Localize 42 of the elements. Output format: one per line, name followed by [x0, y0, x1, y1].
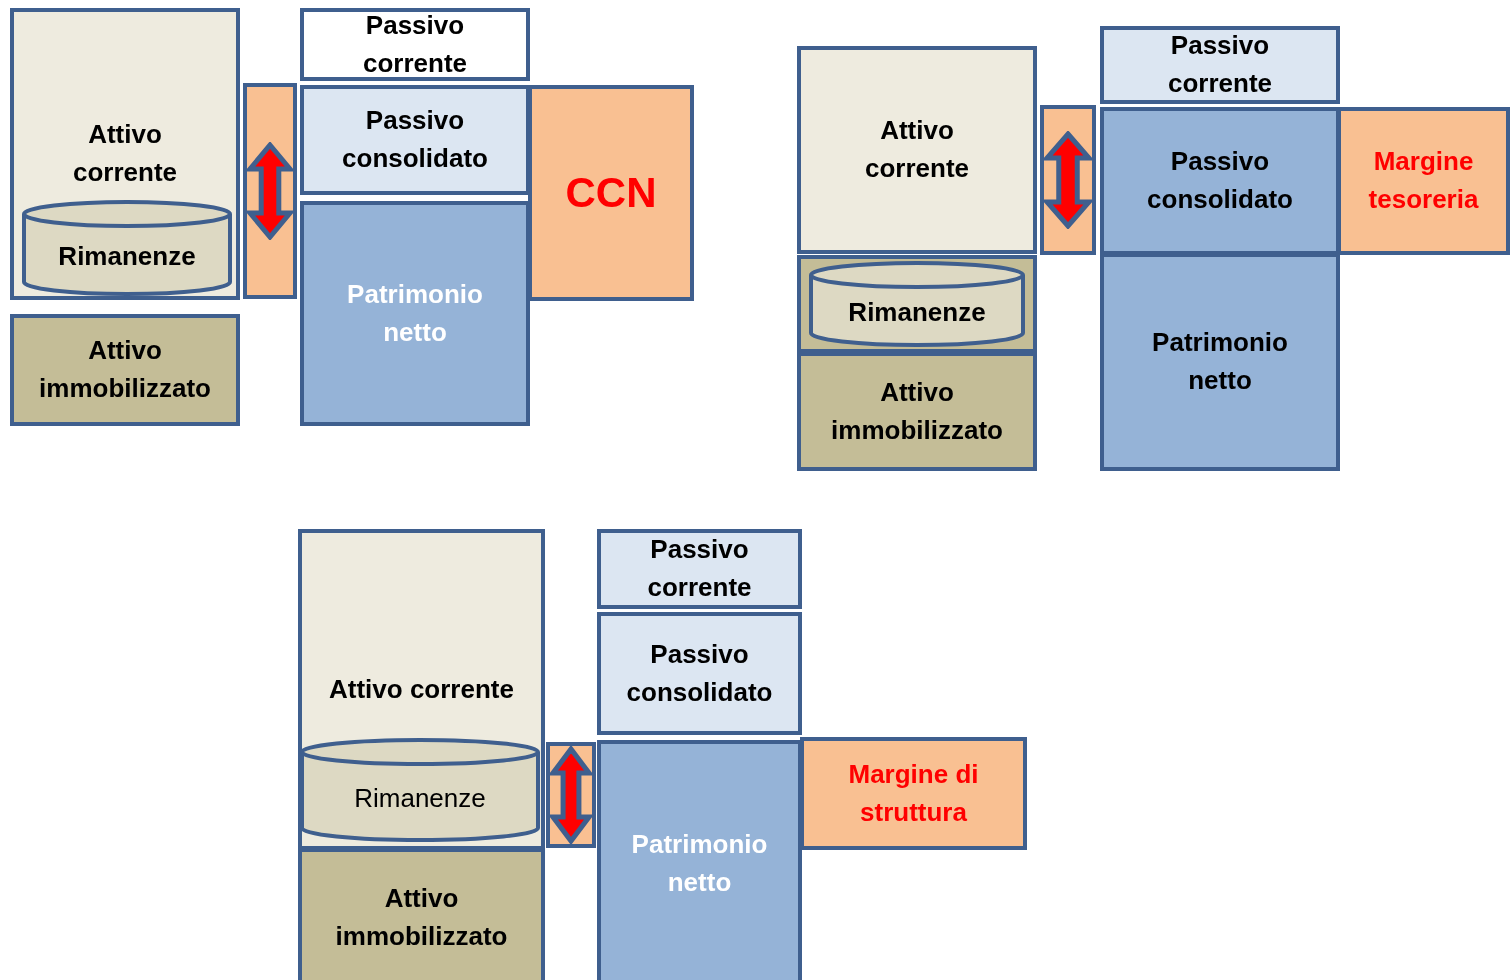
block-box — [10, 8, 240, 300]
block-box — [597, 740, 802, 980]
block-box — [300, 201, 530, 426]
block-label: Attivo corrente — [329, 672, 514, 706]
block-box — [1100, 107, 1340, 255]
block-box — [800, 737, 1027, 850]
block-box — [10, 314, 240, 426]
block-box — [298, 848, 545, 980]
block-box — [797, 352, 1037, 471]
block-box — [298, 529, 545, 850]
block-label: Passivo consolidato — [341, 104, 489, 175]
block-box — [1337, 107, 1510, 255]
block-box — [1100, 253, 1340, 471]
block-label: Passivo corrente — [1166, 29, 1273, 100]
block-box — [797, 46, 1037, 254]
block-label: Attivo corrente — [71, 118, 178, 189]
block-label: Margine di struttura — [847, 757, 980, 829]
block-label: Attivo corrente — [863, 114, 970, 185]
inventory-box — [797, 255, 1037, 353]
block-box — [528, 85, 694, 301]
block-box — [300, 8, 530, 81]
block-label: Passivo consolidato — [1146, 145, 1294, 216]
block-box — [597, 612, 802, 735]
block-box — [1100, 26, 1340, 104]
margin-strip — [243, 83, 297, 299]
block-box — [300, 85, 530, 195]
block-label: Passivo consolidato — [625, 637, 774, 709]
block-label: Patrimonio netto — [1151, 326, 1289, 397]
block-label: CCN — [565, 167, 657, 218]
margin-strip — [1040, 105, 1096, 255]
block-label: Passivo corrente — [361, 8, 468, 80]
block-label: Rimanenze — [58, 240, 196, 274]
block-label: Rimanenze — [354, 782, 486, 816]
block-label: Attivo immobilizzato — [830, 375, 1004, 447]
block-label: Attivo immobilizzato — [334, 882, 509, 953]
block-box — [597, 529, 802, 609]
block-label: Rimanenze — [848, 296, 986, 330]
block-label: Passivo corrente — [646, 533, 753, 604]
block-label: Patrimonio netto — [346, 277, 484, 349]
block-label: Attivo immobilizzato — [38, 334, 212, 405]
block-label: Patrimonio netto — [630, 828, 769, 899]
block-label: Margine tesoreria — [1367, 145, 1480, 216]
